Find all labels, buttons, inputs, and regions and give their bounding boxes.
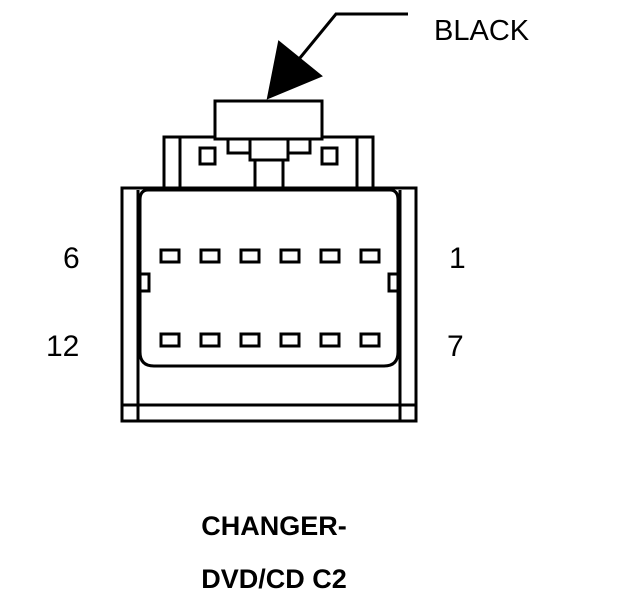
connector-title-line2: DVD/CD C2 — [201, 564, 347, 594]
pin-cavity-12 — [159, 332, 181, 348]
pin-label-7: 7 — [447, 330, 464, 363]
connector-title-line1: CHANGER- — [201, 511, 347, 541]
connector-body — [120, 186, 418, 423]
connector-latch — [213, 99, 324, 192]
callout-arrowhead — [266, 40, 323, 100]
left-key — [138, 272, 151, 293]
pin-cavity-9 — [279, 332, 301, 348]
pin-cavity-10 — [239, 332, 261, 348]
pin-label-6: 6 — [63, 242, 80, 275]
pin-row-top — [159, 248, 381, 264]
pin-cavity-7 — [359, 332, 381, 348]
pin-label-12: 12 — [46, 330, 80, 363]
pin-cavity-1 — [359, 248, 381, 264]
connector-cavity — [138, 188, 400, 368]
pin-cavity-6 — [159, 248, 181, 264]
pin-cavity-8 — [319, 332, 341, 348]
wire-color-label: BLACK — [434, 15, 530, 47]
pin-cavity-3 — [279, 248, 301, 264]
pin-cavity-2 — [319, 248, 341, 264]
callout-leader — [293, 12, 408, 65]
pin-cavity-11 — [199, 332, 221, 348]
pin-row-bottom — [159, 332, 381, 348]
right-key — [387, 272, 400, 293]
pin-cavity-5 — [199, 248, 221, 264]
connector-posts — [162, 135, 375, 188]
pin-cavity-4 — [239, 248, 261, 264]
pin-label-1: 1 — [449, 242, 466, 275]
